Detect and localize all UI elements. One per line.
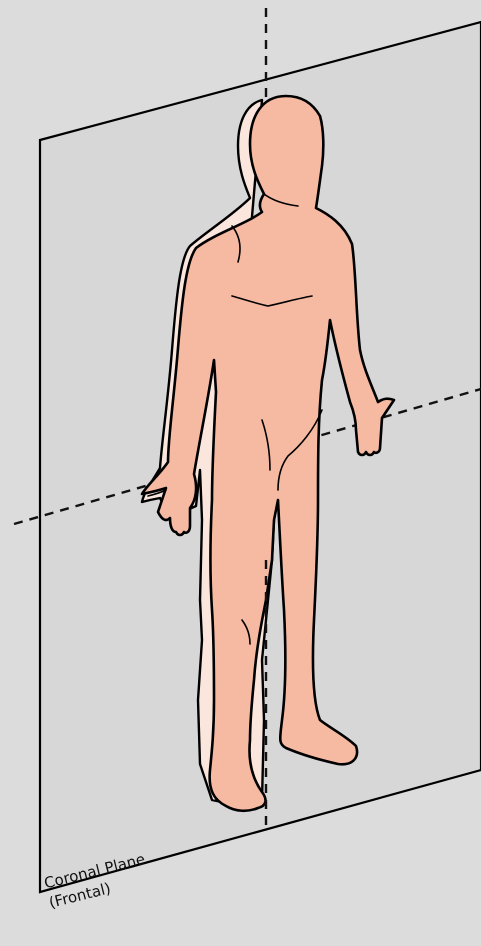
diagram-canvas [0, 0, 481, 946]
anatomy-diagram: Coronal Plane (Frontal) [0, 0, 481, 946]
